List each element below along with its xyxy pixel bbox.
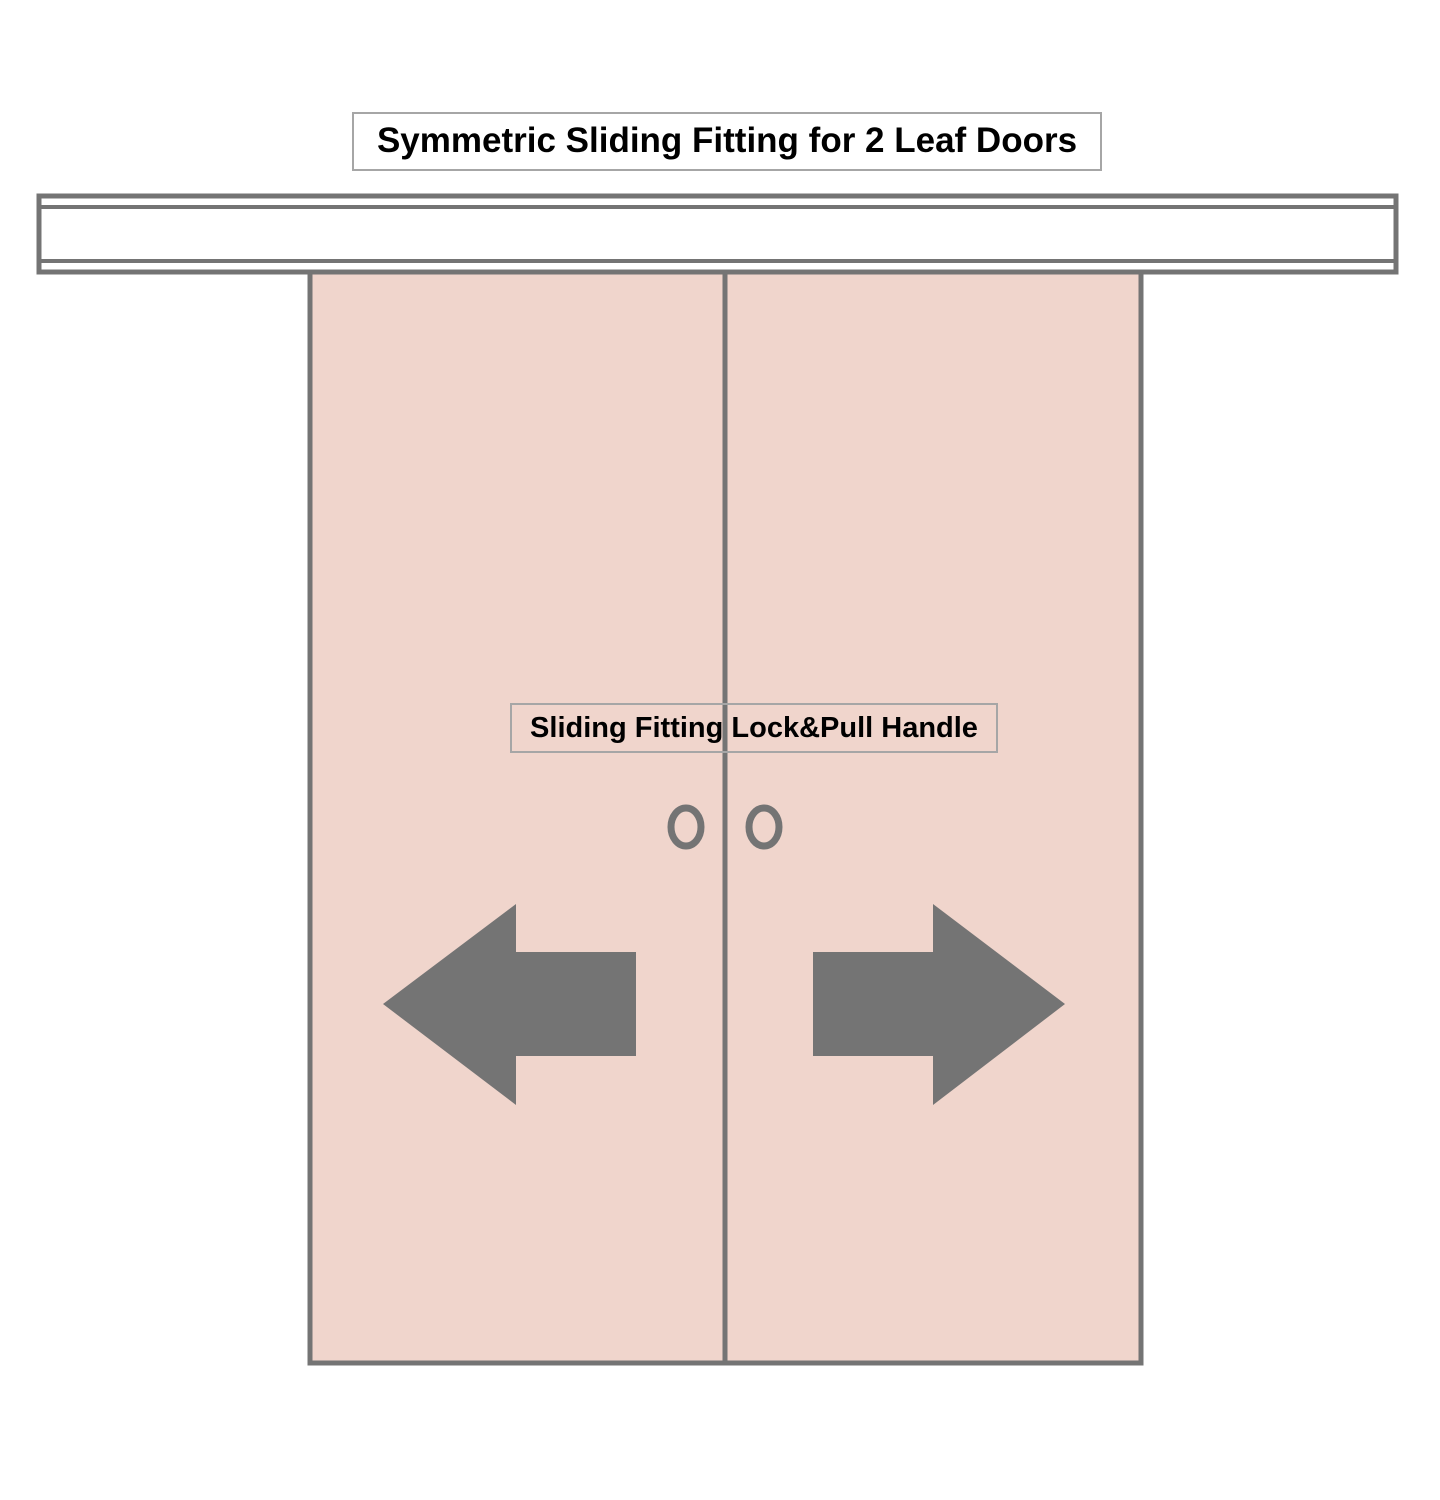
center-label: Sliding Fitting Lock&Pull Handle — [510, 703, 998, 753]
right-door-leaf — [722, 269, 1144, 1366]
title-text: Symmetric Sliding Fitting for 2 Leaf Doo… — [377, 121, 1077, 160]
title-label-box — [352, 112, 1102, 171]
ring-handle-icon — [745, 804, 783, 850]
ring-handle-icon — [667, 804, 705, 850]
title-label: Symmetric Sliding Fitting for 2 Leaf Doo… — [352, 112, 1102, 171]
center-label-text: Sliding Fitting Lock&Pull Handle — [530, 712, 978, 744]
arrow-left-icon — [383, 904, 636, 1105]
top-rail — [36, 193, 1399, 275]
left-door-leaf — [307, 269, 728, 1366]
arrow-right-icon — [813, 904, 1065, 1105]
center-label-box — [510, 703, 998, 753]
